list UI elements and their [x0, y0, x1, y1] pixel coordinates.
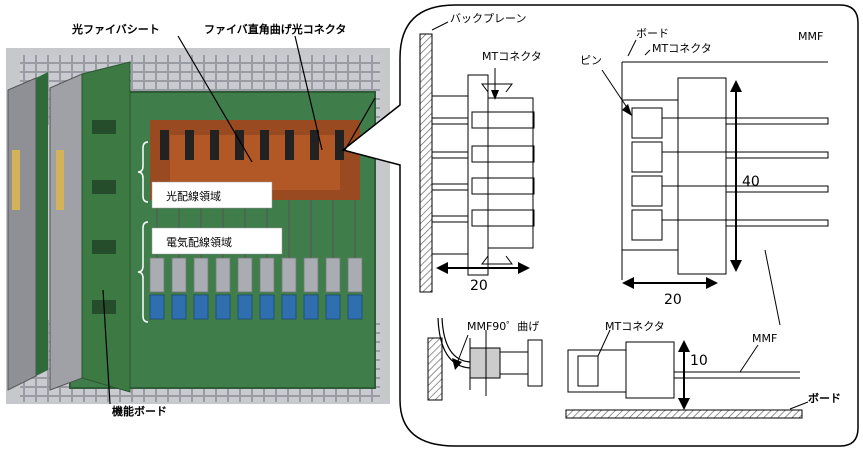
- label-mmf-top: MMF: [798, 30, 823, 43]
- label-pin: ピン: [580, 54, 602, 67]
- dim-20-left: 20: [470, 278, 488, 294]
- dim-40: 40: [742, 174, 760, 190]
- label-right-angle-connector: ファイバ直角曲げ光コネクタ: [204, 22, 346, 36]
- backplane-connector-diagram: [419, 21, 535, 293]
- dim-10: 10: [690, 353, 708, 369]
- function-boards: [7, 61, 131, 393]
- backplane-photo: [6, 48, 390, 404]
- dim-20-right: 20: [664, 292, 682, 308]
- label-mmf-bottom: MMF: [752, 332, 777, 345]
- photo-leaders: [102, 35, 323, 405]
- label-backplane: バックプレーン: [450, 12, 526, 25]
- label-fiber-sheet: 光ファイバシート: [71, 22, 160, 36]
- label-board-top: ボード: [636, 27, 669, 40]
- label-mmf-90-bend: MMF90゜曲げ: [467, 320, 539, 333]
- label-mt-connector-right: MTコネクタ: [652, 42, 712, 55]
- board-connector-diagram: [601, 39, 829, 326]
- label-board-bottom: ボード: [808, 391, 841, 405]
- fiber-bend-diagram: [427, 317, 809, 419]
- label-electrical-area: 電気配線領域: [166, 235, 232, 249]
- label-mt-connector-left: MTコネクタ: [482, 50, 542, 63]
- label-function-board: 機能ボード: [112, 404, 167, 418]
- label-mt-connector-bottom: MTコネクタ: [605, 320, 665, 333]
- label-optical-area: 光配線領域: [166, 189, 221, 203]
